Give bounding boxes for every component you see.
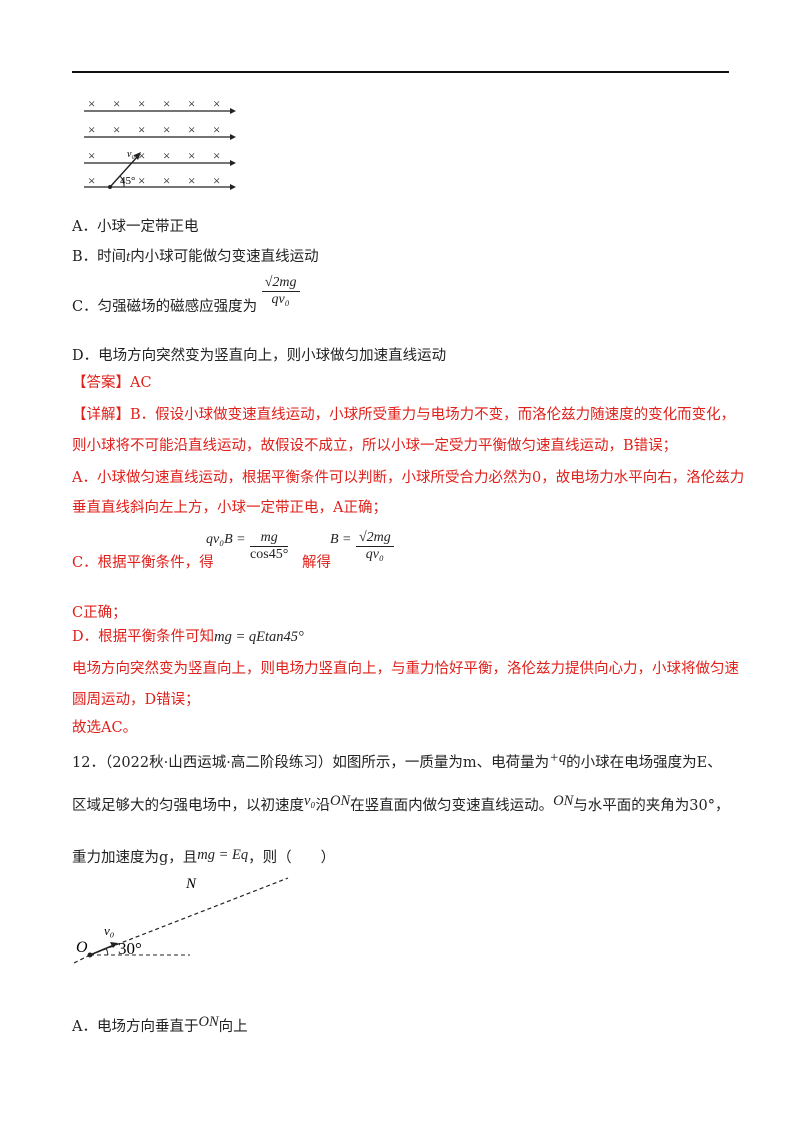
detail-line-8: 电场方向突然变为竖直向上，则电场力竖直向上，与重力恰好平衡，洛伦兹力提供向心力，…	[72, 661, 739, 677]
cross-mark: ×	[113, 96, 120, 111]
detail-5-pre: C．根据平衡条件，得	[72, 555, 214, 571]
frac-num: √2mg	[261, 275, 300, 292]
angle-30-label: 30°	[118, 939, 142, 958]
q12-l3-pre: 重力加速度为g，且	[72, 850, 198, 866]
cross-mark: ×	[188, 148, 195, 163]
detail-line-7: D．根据平衡条件可知mg = qEtan45°	[72, 627, 304, 647]
header-rule	[72, 71, 729, 73]
cross-mark: ×	[188, 122, 195, 137]
q12-l2-pre: 区域足够大的匀强电场中，以初速度	[72, 798, 304, 814]
question-12-option-a: A．电场方向垂直于ON向上	[72, 1014, 248, 1037]
cross-mark: ×	[213, 96, 220, 111]
answer-label: 【答案】AC	[72, 375, 152, 391]
detail-line-10: 故选AC。	[72, 720, 138, 736]
question-12-line-3: 重力加速度为g，且mg = Eq，则（ ）	[72, 847, 336, 868]
q12-l1-post: 的小球在电场强度为E、	[566, 755, 722, 771]
cross-mark: ×	[213, 148, 220, 163]
detail-line-4: 垂直直线斜向左上方，小球一定带正电，A正确；	[72, 500, 387, 516]
cross-mark: ×	[138, 148, 145, 163]
cross-mark: ×	[88, 148, 95, 163]
eq2-left: B =	[330, 531, 352, 547]
q12a-post: 向上	[218, 1019, 248, 1035]
q12-l2-end: 与水平面的夹角为30°，	[573, 798, 730, 814]
cross-mark: ×	[163, 122, 170, 137]
var-t: t	[126, 249, 131, 265]
var-v0: v₀	[304, 793, 316, 809]
q12-l2-post: 在竖直面内做匀变速直线运动。	[350, 798, 554, 814]
angle-45-label: 45°	[120, 175, 135, 187]
v0-label-2: v₀	[104, 923, 114, 938]
cross-mark: ×	[138, 96, 145, 111]
on-line-figure: N O v₀ 30°	[73, 876, 289, 964]
magnetic-field-figure: × × × × × × × × × × × × × × × × × × × × × × v₀ 45°	[84, 96, 236, 190]
cross-mark: ×	[138, 122, 145, 137]
cross-mark: ×	[88, 122, 95, 137]
q12-l2-mid: 沿	[315, 798, 330, 814]
cross-mark: ×	[188, 96, 195, 111]
detail-line-6: C正确；	[72, 605, 127, 621]
cross-mark: ×	[163, 148, 170, 163]
detail-line-5: C．根据平衡条件，得	[72, 553, 214, 573]
var-on-2: ON	[553, 793, 574, 809]
cross-mark: ×	[213, 173, 220, 188]
equation-mg-eq: mg = Eq	[197, 847, 249, 863]
o-label: O	[76, 939, 88, 956]
option-c-text: C．匀强磁场的磁感应强度为	[72, 299, 258, 315]
option-a: A．小球一定带正电	[72, 219, 199, 235]
option-b-pre: B．时间	[72, 249, 127, 265]
field-crosses: × × × × × × × × × × × × × × × × × × × × × ×	[88, 96, 220, 188]
detail-5-mid: 解得	[302, 555, 331, 571]
detail-line-2: 则小球将不可能沿直线运动，故假设不成立，所以小球一定受力平衡做匀速直线运动，B错…	[72, 438, 678, 454]
cross-mark: ×	[88, 173, 95, 188]
option-b-post: 内小球可能做匀变速直线运动	[130, 249, 319, 265]
q12-l1-pre: 12．（2022秋·山西运城·高二阶段练习）如图所示，一质量为m、电荷量为	[72, 755, 550, 771]
cross-mark: ×	[113, 122, 120, 137]
equation-3: mg = qEtan45°	[214, 629, 304, 645]
question-12-line-2: 区域足够大的匀强电场中，以初速度v₀沿ON在竖直面内做匀变速直线运动。ON与水平…	[72, 793, 730, 816]
cross-mark: ×	[163, 173, 170, 188]
eq1-left: qv₀B =	[206, 531, 246, 547]
detail-7-pre: D．根据平衡条件可知	[72, 629, 215, 645]
detail-line-1: 【详解】B．假设小球做变速直线运动，小球所受重力与电场力不变，而洛伦兹力随速度的…	[72, 407, 736, 423]
cross-mark: ×	[138, 173, 145, 188]
eq1-num: mg	[250, 530, 289, 547]
charge-q: +q	[549, 750, 567, 766]
frac-den: qv₀	[271, 291, 290, 307]
eq2-den: qv₀	[365, 547, 384, 562]
cross-mark: ×	[213, 122, 220, 137]
option-d: D．电场方向突然变为竖直向上，则小球做匀加速直线运动	[72, 348, 447, 364]
q12-l3-post: ，则（ ）	[248, 850, 336, 866]
question-12-line-1: 12．（2022秋·山西运城·高二阶段练习）如图所示，一质量为m、电荷量为+q的…	[72, 750, 722, 773]
n-label: N	[185, 876, 197, 892]
cross-mark: ×	[163, 96, 170, 111]
eq1-den: cos45°	[250, 547, 289, 562]
option-b: B．时间t内小球可能做匀变速直线运动	[72, 247, 319, 267]
var-on-3: ON	[198, 1014, 219, 1030]
detail-line-3: A．小球做匀速直线运动，根据平衡条件可以判断，小球所受合力必然为0，故电场力水平…	[72, 470, 745, 486]
eq2-num: √2mg	[355, 530, 394, 547]
cross-mark: ×	[88, 96, 95, 111]
cross-mark: ×	[188, 173, 195, 188]
v0-label: v₀	[127, 149, 135, 160]
var-on: ON	[329, 793, 351, 809]
q12a-pre: A．电场方向垂直于	[72, 1019, 199, 1035]
detail-line-9: 圆周运动，D错误；	[72, 692, 200, 708]
